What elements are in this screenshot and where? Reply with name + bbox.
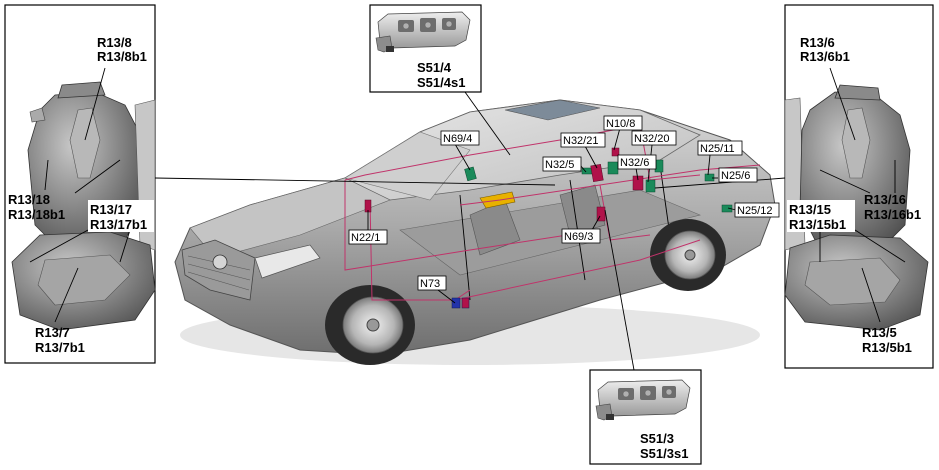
callout-n32-5: N32/5 — [545, 159, 574, 171]
callout-n32-20: N32/20 — [634, 133, 669, 145]
label-r13-15: R13/15 — [789, 202, 831, 217]
callout-n25-12: N25/12 — [737, 205, 772, 217]
callout-n25-6: N25/6 — [721, 170, 750, 182]
bottom-switch-panel: S51/3 S51/3s1 — [589, 209, 702, 465]
car-callouts: N69/4 N10/8 N32/21 N32/20 N32/5 N32/6 N2… — [348, 115, 780, 304]
callout-n32-21: N32/21 — [563, 135, 598, 147]
label-r13-17b1: R13/17b1 — [90, 217, 147, 232]
callout-n73: N73 — [420, 278, 440, 290]
label-s51-4: S51/4 — [417, 60, 452, 75]
label-r13-16b1: R13/16b1 — [864, 207, 921, 222]
seat-switch-icon — [595, 379, 691, 421]
label-r13-6: R13/6 — [800, 35, 835, 50]
top-switch-panel: S51/4 S51/4s1 — [369, 4, 511, 156]
label-r13-8: R13/8 — [97, 35, 132, 50]
callout-n69-3: N69/3 — [564, 231, 593, 243]
callout-n69-4: N69/4 — [443, 133, 472, 145]
label-r13-5: R13/5 — [862, 325, 897, 340]
callout-n32-6: N32/6 — [620, 157, 649, 169]
left-seat-panel: R13/8 R13/8b1 R13/18 R13/18b1 R13/17 R13… — [4, 4, 556, 364]
label-r13-6b1: R13/6b1 — [800, 49, 850, 64]
callout-n25-11: N25/11 — [700, 143, 735, 155]
label-r13-7: R13/7 — [35, 325, 70, 340]
label-r13-17: R13/17 — [90, 202, 132, 217]
label-r13-8b1: R13/8b1 — [97, 49, 147, 64]
right-seat-panel: R13/6 R13/6b1 R13/16 R13/16b1 R13/15 R13… — [654, 4, 934, 369]
label-r13-18b1: R13/18b1 — [8, 207, 65, 222]
label-s51-3: S51/3 — [640, 431, 674, 446]
label-r13-15b1: R13/15b1 — [789, 217, 846, 232]
label-r13-18: R13/18 — [8, 192, 50, 207]
label-s51-3s1: S51/3s1 — [640, 446, 688, 461]
callout-n10-8: N10/8 — [606, 118, 635, 130]
label-r13-16: R13/16 — [864, 192, 906, 207]
label-s51-4s1: S51/4s1 — [417, 75, 465, 90]
label-r13-7b1: R13/7b1 — [35, 340, 85, 355]
seat-switch-icon — [375, 11, 471, 53]
label-r13-5b1: R13/5b1 — [862, 340, 912, 355]
callout-n22-1: N22/1 — [351, 232, 380, 244]
